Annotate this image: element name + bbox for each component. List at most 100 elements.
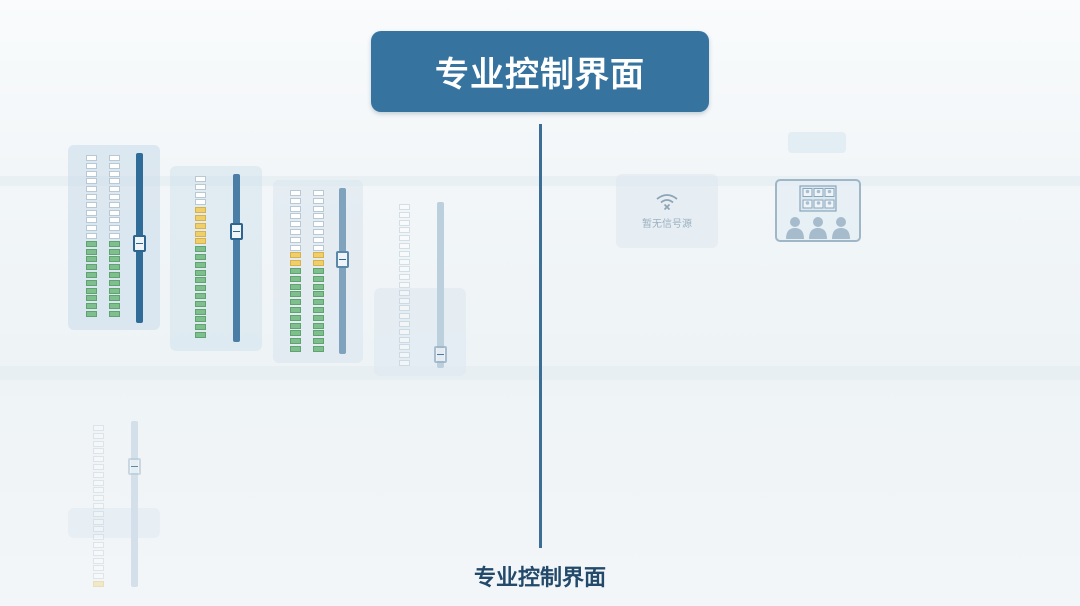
- meter-segment: [399, 328, 410, 335]
- meter-segment: [290, 299, 301, 306]
- meter-segment: [109, 170, 120, 177]
- meter-segment: [93, 542, 104, 548]
- meter-segment: [399, 211, 410, 218]
- meter-segment: [109, 256, 120, 263]
- meter-segment: [195, 191, 206, 198]
- video-conference-preview[interactable]: [775, 179, 861, 242]
- meter-segment: [109, 295, 120, 302]
- fader-track[interactable]: [233, 174, 240, 342]
- meter-segment: [86, 209, 97, 216]
- fader-knob[interactable]: [434, 346, 447, 363]
- meter-segment: [399, 266, 410, 273]
- fader-track[interactable]: [437, 202, 444, 368]
- meter-segment: [399, 321, 410, 327]
- meter-segment: [86, 287, 97, 294]
- mixer-channel-strip: [273, 180, 363, 363]
- meter-segment: [313, 307, 324, 313]
- meter-segment: [399, 289, 410, 296]
- meter-segment: [195, 285, 206, 292]
- meter-segment: [93, 487, 104, 494]
- meter-segment: [313, 205, 324, 212]
- meter-segment: [195, 222, 206, 229]
- meter-segment: [93, 565, 104, 572]
- mixer-channel-strip: [170, 166, 262, 351]
- meter-segment: [93, 503, 104, 509]
- meter-segment: [109, 209, 120, 216]
- meter-segment: [195, 316, 206, 323]
- meter-segment: [290, 291, 301, 298]
- meter-segment: [399, 219, 410, 226]
- meter-segment: [86, 178, 97, 185]
- meter-segment: [93, 518, 104, 525]
- meter-segment: [290, 244, 301, 251]
- meter-segment: [313, 221, 324, 228]
- meter-segment: [313, 244, 324, 251]
- meter-segment: [290, 338, 301, 345]
- meter-segment: [195, 238, 206, 245]
- meter-segment: [195, 308, 206, 315]
- meter-segment: [399, 360, 410, 366]
- meter-segment: [109, 186, 120, 193]
- meter-segment: [93, 495, 104, 502]
- mixer-channel-strip: [68, 145, 160, 330]
- meter-segment: [93, 510, 104, 517]
- fader-track[interactable]: [339, 188, 346, 354]
- meter-segment: [399, 282, 410, 288]
- meter-segment: [313, 268, 324, 274]
- fader-knob[interactable]: [133, 235, 146, 252]
- meter-segment: [313, 299, 324, 306]
- meter-segment: [399, 305, 410, 312]
- meter-segment: [86, 303, 97, 310]
- meter-segment: [93, 432, 104, 439]
- meter-segment: [86, 240, 97, 247]
- meter-segment: [313, 346, 324, 352]
- meter-segment: [109, 248, 120, 255]
- status-pill: [788, 132, 846, 153]
- meter-segment: [86, 201, 97, 208]
- meter-segment: [109, 264, 120, 271]
- no-signal-label: 暂无信号源: [642, 219, 692, 230]
- meter-segment: [109, 272, 120, 278]
- no-signal-preview: 暂无信号源: [616, 174, 718, 248]
- meter-segment: [399, 235, 410, 242]
- fader-knob[interactable]: [230, 223, 243, 240]
- meter-segment: [290, 190, 301, 196]
- meter-segment: [290, 213, 301, 220]
- meter-segment: [109, 217, 120, 224]
- meter-segment: [109, 311, 120, 317]
- meter-segment: [93, 464, 104, 470]
- meter-segment: [86, 155, 97, 161]
- meter-segment: [86, 264, 97, 271]
- meter-segment: [290, 252, 301, 259]
- meter-segment: [290, 236, 301, 243]
- meter-segment: [195, 199, 206, 206]
- fader-knob[interactable]: [336, 251, 349, 268]
- meter-segment: [86, 170, 97, 177]
- meter-segment: [86, 279, 97, 286]
- meter-segment: [86, 295, 97, 302]
- meter-segment: [109, 225, 120, 232]
- meter-segment: [109, 201, 120, 208]
- meter-segment: [93, 549, 104, 556]
- meter-segment: [93, 557, 104, 564]
- meter-segment: [399, 227, 410, 234]
- meter-segment: [195, 324, 206, 331]
- meter-segment: [86, 256, 97, 263]
- meter-segment: [290, 197, 301, 204]
- fader-knob[interactable]: [128, 458, 141, 475]
- meter-segment: [195, 293, 206, 299]
- meter-segment: [195, 254, 206, 260]
- meter-segment: [93, 471, 104, 478]
- meter-segment: [313, 229, 324, 235]
- fader-track[interactable]: [131, 421, 138, 587]
- meter-segment: [93, 456, 104, 463]
- meter-segment: [109, 155, 120, 161]
- meter-segment: [195, 246, 206, 253]
- meter-segment: [109, 279, 120, 286]
- meter-segment: [93, 448, 104, 455]
- meter-segment: [109, 287, 120, 294]
- meter-segment: [399, 250, 410, 257]
- meter-segment: [195, 183, 206, 190]
- meter-segment: [290, 229, 301, 235]
- meter-segment: [93, 425, 104, 431]
